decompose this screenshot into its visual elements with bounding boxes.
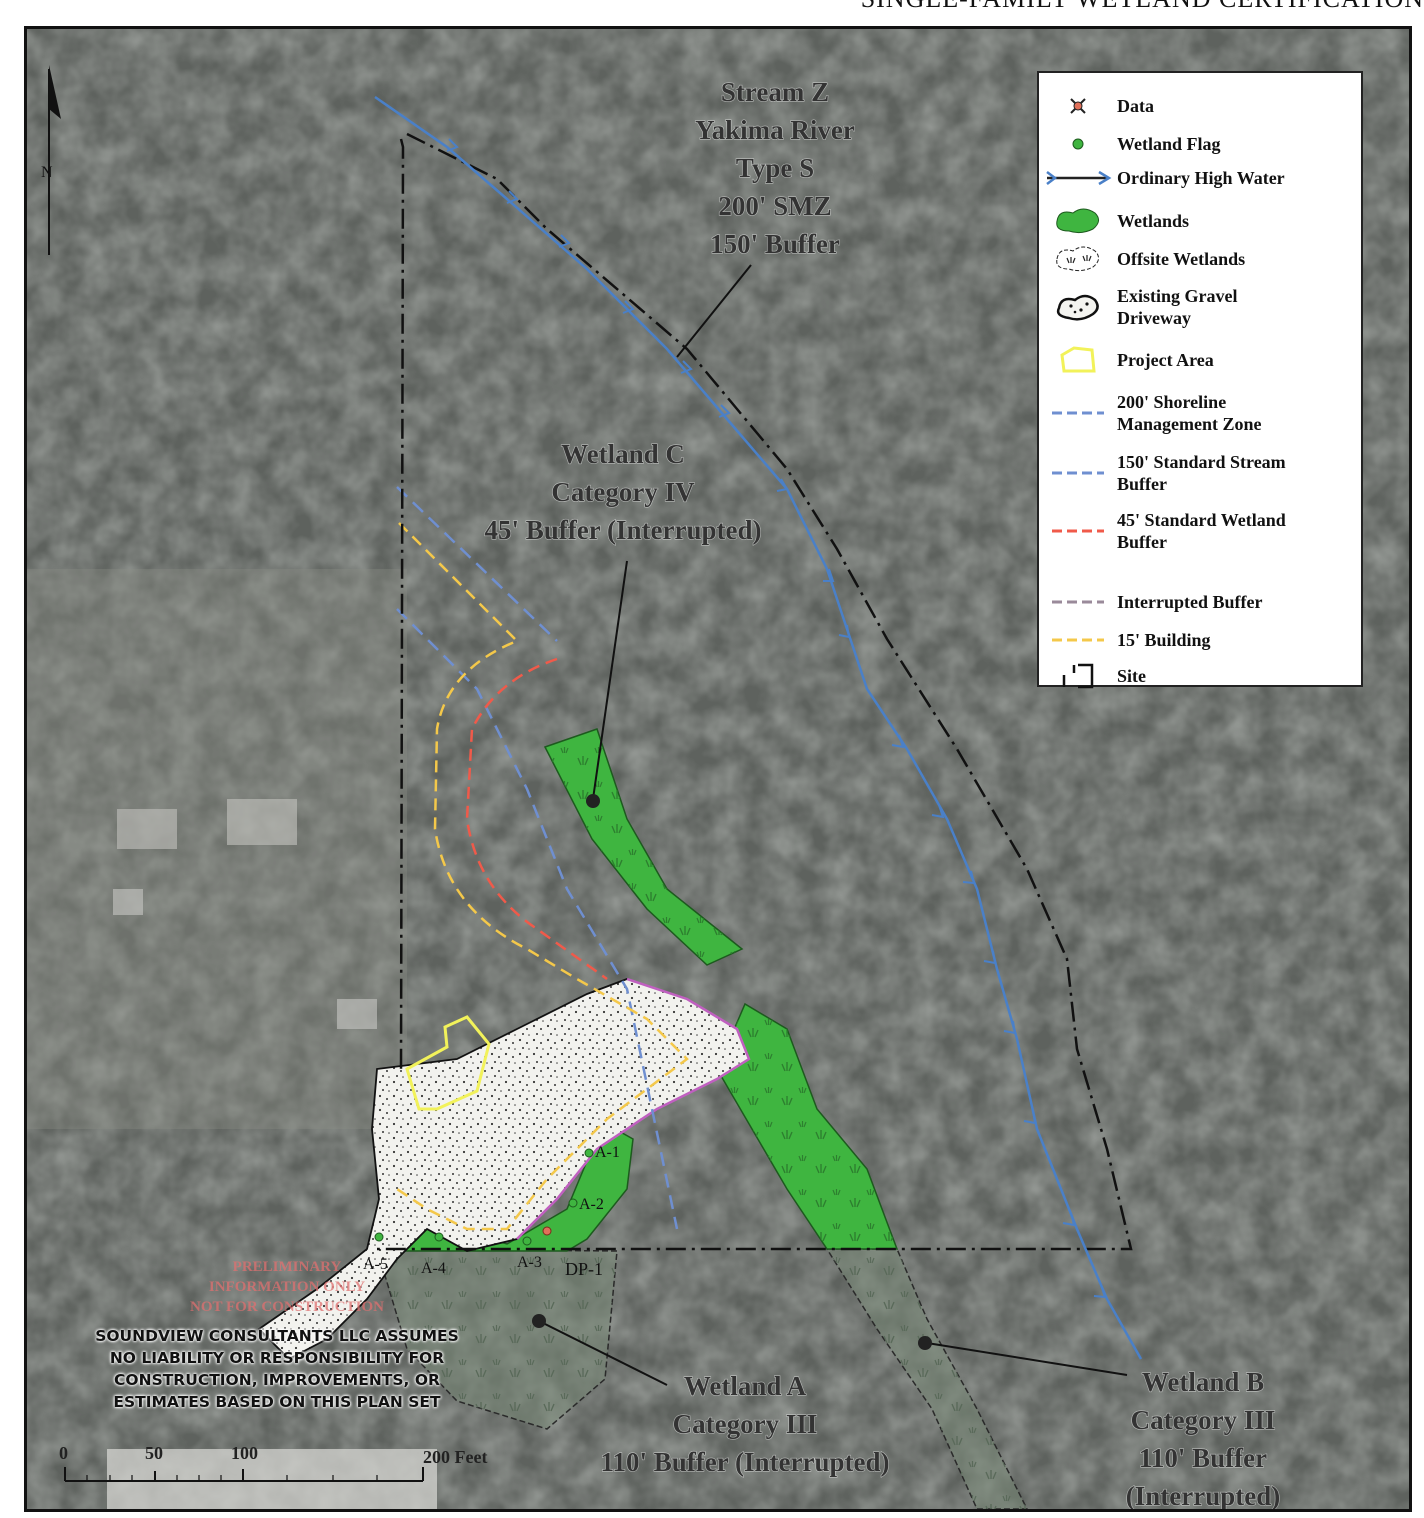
- legend-item-wetland-flag: Wetland Flag: [1039, 133, 1361, 155]
- data-point-label: DP-1: [565, 1259, 603, 1279]
- scale-tick-50: 50: [145, 1443, 163, 1463]
- wetland-icon: [1039, 207, 1117, 235]
- site-boundary: [377, 132, 1133, 1251]
- flag-label-a3: A-3: [517, 1254, 542, 1271]
- scale-tick-200: 200 Feet: [423, 1447, 487, 1467]
- interrupted-buffer-line-icon: [1039, 597, 1117, 607]
- wetland-a-label-line1: Wetland A: [684, 1371, 807, 1401]
- north-arrow: N: [41, 65, 61, 255]
- flag-label-a4: A-4: [421, 1260, 446, 1277]
- wetland-flag-icon: [1039, 136, 1117, 152]
- offsite-wetland-icon: [1039, 245, 1117, 273]
- disclaimer-note: SOUNDVIEW CONSULTANTS LLC ASSUMES NO LIA…: [47, 1325, 507, 1413]
- north-label: N: [41, 164, 53, 181]
- wetland-c-label-line1: Wetland C: [561, 439, 685, 469]
- scale-bar: 0 50 100 200 Feet: [59, 1443, 487, 1482]
- legend-item-wetland-buffer: 45' Standard Wetland Buffer: [1039, 509, 1361, 553]
- disclaimer-line4: ESTIMATES BASED ON THIS PLAN SET: [113, 1393, 441, 1411]
- smz-line-icon: [1039, 408, 1117, 418]
- ohw-line-icon: [1039, 169, 1117, 187]
- data-icon: [1039, 95, 1117, 117]
- wetland-b-label-line4: (Interrupted): [1126, 1481, 1280, 1509]
- legend-item-wetlands: Wetlands: [1039, 207, 1361, 235]
- map-frame: A-1 A-2 A-3 A-4 A-5 DP-1 N Stream Z Yaki…: [24, 26, 1412, 1512]
- wetland-b-label-line3: 110' Buffer: [1139, 1443, 1267, 1473]
- wetland-flags: [374, 1148, 594, 1246]
- stream-label-line3: Type S: [736, 153, 814, 183]
- disclaimer-line2: NO LIABILITY OR RESPONSIBILITY FOR: [109, 1349, 445, 1367]
- smz-line: [396, 486, 558, 642]
- gravel-icon: [1039, 292, 1117, 322]
- flag-label-a1: A-1: [595, 1144, 620, 1161]
- site-icon: [1039, 663, 1117, 689]
- disclaimer-line3: CONSTRUCTION, IMPROVEMENTS, OR: [114, 1371, 440, 1389]
- scale-tick-100: 100: [231, 1443, 258, 1463]
- legend-item-gravel: Existing Gravel Driveway: [1039, 285, 1361, 329]
- wetland-b-label-line2: Category III: [1131, 1405, 1276, 1435]
- flag-label-a5: A-5: [363, 1256, 388, 1273]
- wetland-b-dot: [918, 1336, 932, 1350]
- wetland-b-leader-line: [926, 1342, 1128, 1376]
- project-area-icon: [1039, 345, 1117, 375]
- building-setback-line: [396, 522, 689, 1231]
- wetland-buffer-line-icon: [1039, 526, 1117, 536]
- wetland-buffer-line: [465, 657, 608, 981]
- legend-item-project-area: Project Area: [1039, 345, 1361, 375]
- preliminary-line3: NOT FOR CONSTRUCTION: [190, 1299, 384, 1315]
- stream-label-line1: Stream Z: [721, 77, 829, 107]
- wetland-a-label-line2: Category III: [673, 1409, 818, 1439]
- wetland-a-label-line3: 110' Buffer (Interrupted): [601, 1447, 890, 1477]
- stream-label-line4: 200' SMZ: [718, 191, 831, 221]
- site-boundary-west: [399, 138, 405, 1070]
- data-point-marker: [542, 1226, 552, 1236]
- stream-label-line2: Yakima River: [695, 115, 855, 145]
- stream-buffer-line-icon: [1039, 468, 1117, 478]
- preliminary-stamp: PRELIMINARY INFORMATION ONLY NOT FOR CON…: [137, 1257, 437, 1317]
- stream-leader-line: [676, 264, 752, 358]
- legend-item-data: Data: [1039, 95, 1361, 117]
- wetland-c-leader-line: [592, 560, 628, 800]
- interrupted-buffer-edge: [516, 977, 751, 1240]
- ordinary-high-water-line: [374, 95, 1143, 1360]
- wetland-c-label-line3: 45' Buffer (Interrupted): [485, 515, 762, 545]
- building-setback-line-icon: [1039, 635, 1117, 645]
- wetland-a-leader-line: [538, 1320, 668, 1386]
- project-area-outline: [405, 1015, 491, 1111]
- disclaimer-line1: SOUNDVIEW CONSULTANTS LLC ASSUMES: [95, 1327, 459, 1345]
- scale-tick-0: 0: [59, 1443, 68, 1463]
- legend-item-interrupted-buffer: Interrupted Buffer: [1039, 591, 1361, 613]
- legend-item-ohw: Ordinary High Water: [1039, 167, 1361, 189]
- preliminary-line1: PRELIMINARY: [232, 1259, 342, 1275]
- flag-label-a2: A-2: [579, 1196, 604, 1213]
- legend-item-offsite-wetlands: Offsite Wetlands: [1039, 245, 1361, 273]
- legend-item-building: 15' Building: [1039, 629, 1361, 651]
- legend-item-smz: 200' Shoreline Management Zone: [1039, 391, 1361, 435]
- legend-item-stream-buffer: 150' Standard Stream Buffer: [1039, 451, 1361, 495]
- wetland-c-dot: [586, 794, 600, 808]
- wetland-a-dot: [532, 1314, 546, 1328]
- preliminary-line2: INFORMATION ONLY: [208, 1279, 366, 1295]
- wetland-c-label-line2: Category IV: [551, 477, 695, 507]
- legend-item-site: Site: [1039, 663, 1361, 689]
- map-header-title: SINGLE-FAMILY WETLAND CERTIFICATION: [640, 0, 1424, 12]
- wetland-b-label-line1: Wetland B: [1142, 1367, 1264, 1397]
- stream-label-line5: 150' Buffer: [710, 229, 840, 259]
- map-legend: Data Wetland Flag Ordinary High Water We…: [1037, 71, 1363, 689]
